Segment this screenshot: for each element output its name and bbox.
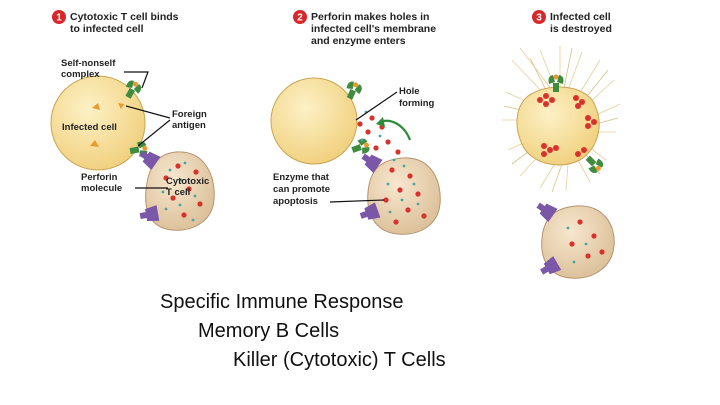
cytotoxic-t-cell <box>541 205 615 279</box>
caption-line-1: Specific Immune Response <box>160 291 404 313</box>
label-cytotoxic-line-2: T cell <box>166 187 190 198</box>
step-1-header: 1 Cytotoxic T cell binds to infected cel… <box>52 10 179 35</box>
step-3-title-line-2: is destroyed <box>550 23 612 35</box>
enzyme-granules <box>163 163 203 218</box>
step-2-title-line-1: Perforin makes holes in <box>311 11 429 23</box>
panel-1: Self-nonself complex Infected cell Forei… <box>50 58 215 231</box>
caption-line-2: Memory B Cells <box>198 320 340 342</box>
enzyme-clusters <box>537 93 597 157</box>
step-1-title-line-2: to infected cell <box>70 23 144 35</box>
label-foreign-antigen-line-1: Foreign <box>172 109 207 120</box>
label-enzyme-line-2: can promote <box>273 184 330 195</box>
antigen-fragment <box>90 140 99 147</box>
cytotoxic-t-cell <box>367 157 441 235</box>
label-self-nonself-line-2: complex <box>61 69 100 80</box>
panel-3 <box>502 46 621 279</box>
step-1-number: 1 <box>56 13 62 24</box>
leader-line <box>137 119 171 147</box>
label-self-nonself-line-1: Self-nonself <box>61 58 116 69</box>
caption-line-3: Killer (Cytotoxic) T Cells <box>233 349 446 371</box>
antigen-fragment <box>118 103 124 109</box>
leader-line <box>125 105 171 119</box>
step-2-number: 2 <box>297 13 303 24</box>
label-cytotoxic-line-1: Cytotoxic <box>166 176 209 187</box>
label-infected-cell: Infected cell <box>62 122 117 133</box>
step-2-header: 2 Perforin makes holes in infected cell'… <box>293 10 436 47</box>
label-enzyme-line-1: Enzyme that <box>273 172 330 183</box>
step-2-title-line-2: infected cell's membrane <box>311 23 436 35</box>
step-3-badge <box>532 10 546 24</box>
enzyme-granules <box>357 115 427 225</box>
arrow-head-icon <box>376 117 385 127</box>
step-2-badge <box>293 10 307 24</box>
leader-line <box>124 71 149 89</box>
enzyme-granules <box>569 219 605 259</box>
label-perforin-line-2: molecule <box>81 183 122 194</box>
perforin-molecules <box>566 226 588 264</box>
step-1-title-line-1: Cytotoxic T cell binds <box>70 11 179 23</box>
panel-2: Hole forming Enzyme that can promote apo… <box>270 77 441 235</box>
leader-line <box>329 199 385 203</box>
step-3-number: 3 <box>536 13 542 24</box>
step-3-title-line-1: Infected cell <box>550 11 611 23</box>
antigen-fragment <box>92 103 100 110</box>
label-hole-line-1: Hole <box>399 86 420 97</box>
label-hole-line-2: forming <box>399 98 435 109</box>
step-1-badge <box>52 10 66 24</box>
hole-forming-arrow <box>379 119 412 141</box>
label-foreign-antigen-line-2: antigen <box>172 120 206 131</box>
leader-line <box>355 91 398 121</box>
step-3-header: 3 Infected cell is destroyed <box>532 10 612 35</box>
perforin-molecules <box>360 110 420 214</box>
label-perforin-line-1: Perforin <box>81 172 118 183</box>
perforin-molecules <box>161 161 197 222</box>
infected-cell <box>270 77 358 165</box>
infected-cell <box>50 75 146 171</box>
label-enzyme-line-3: apoptosis <box>273 196 318 207</box>
step-2-title-line-3: and enzyme enters <box>311 35 406 47</box>
